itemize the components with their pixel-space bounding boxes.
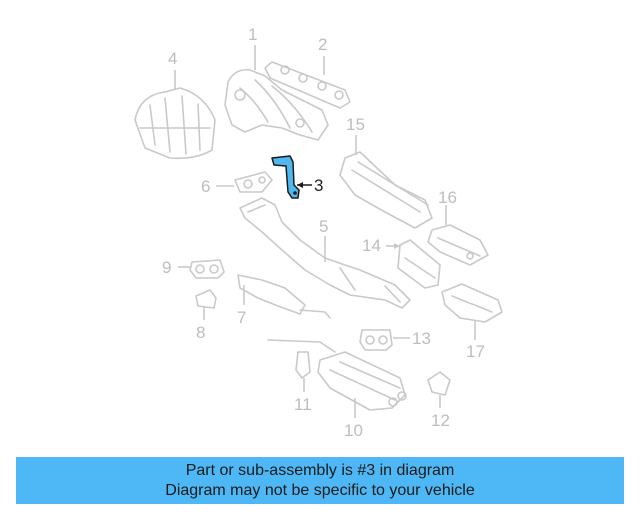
part-16-heat-shield — [427, 224, 489, 266]
callout-3-highlighted: 3 — [314, 176, 323, 195]
callout-11: 11 — [294, 395, 312, 414]
callout-17: 17 — [466, 342, 485, 361]
callout-12: 12 — [431, 411, 450, 430]
info-banner: Part or sub-assembly is #3 in diagram Di… — [16, 457, 624, 504]
part-7-center-pipe — [237, 274, 331, 319]
callout-2: 2 — [318, 35, 327, 54]
callout-16: 16 — [438, 188, 457, 207]
part-6-gasket — [234, 171, 273, 193]
callout-13: 13 — [412, 329, 431, 348]
banner-line-2: Diagram may not be specific to your vehi… — [165, 482, 475, 499]
part-3-bracket-highlighted — [271, 155, 300, 199]
part-15-heat-shield — [339, 151, 433, 229]
callout-15: 15 — [346, 115, 365, 134]
part-17-heat-shield — [441, 283, 503, 323]
callout-5: 5 — [319, 217, 328, 236]
banner-line-1: Part or sub-assembly is #3 in diagram — [185, 462, 455, 479]
parts-diagram: 4 1 2 15 6 3 — [134, 25, 503, 440]
callout-6: 6 — [201, 177, 210, 196]
part-9-hanger — [189, 259, 225, 279]
part-5-front-pipe — [239, 197, 411, 309]
callout-7: 7 — [237, 308, 246, 327]
part-13-hanger — [359, 329, 393, 351]
part-11-hanger — [295, 351, 311, 379]
part-2-gasket — [264, 61, 351, 109]
part-14-heat-shield — [397, 239, 441, 289]
part-4-heat-shield — [134, 87, 216, 160]
callout-4: 4 — [168, 49, 177, 68]
part-10-muffler — [267, 339, 407, 411]
callout-9: 9 — [162, 258, 171, 277]
callout-10: 10 — [344, 421, 363, 440]
part-8-bracket — [195, 289, 217, 309]
part-1-exhaust-manifold — [224, 68, 329, 141]
callout-8: 8 — [196, 323, 205, 342]
part-12-bracket — [427, 371, 451, 396]
callout-14: 14 — [362, 236, 381, 255]
callout-1: 1 — [248, 25, 257, 44]
